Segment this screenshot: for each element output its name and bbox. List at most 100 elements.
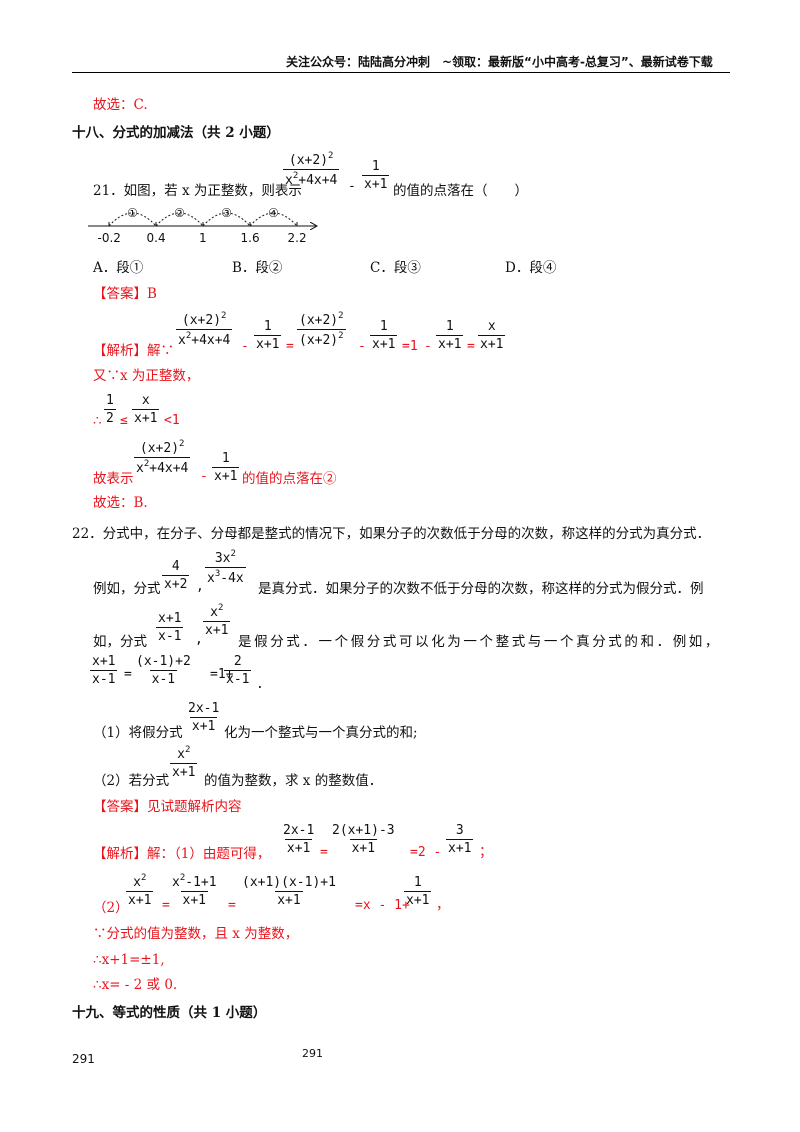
q21-sol-eq3: = <box>467 339 475 354</box>
q22-s1-eq2: =2 - <box>410 845 442 860</box>
number-line-tick-label: 1 <box>199 231 207 245</box>
q22-s2-eq3: =x - 1+ <box>355 898 410 913</box>
q21-sol-frac6: x x+1 <box>478 319 506 352</box>
q21-sol-frac4: 1 x+1 <box>370 319 398 352</box>
q22-s2-label: （2） <box>93 900 129 916</box>
q21-sol-frac1: (x+2)2 x2+4x+4 <box>176 311 233 348</box>
footer-page-center: 291 <box>302 1047 323 1060</box>
q22-p1-frac: 2x-1 x+1 <box>188 701 220 734</box>
q21-sol-minus2: - <box>358 339 366 354</box>
q22-p1-a: （1）将假分式 <box>93 725 183 741</box>
q22-ex7: 2 x-1 <box>224 654 252 687</box>
number-line-segment-label: ② <box>174 206 185 220</box>
q22-s5: ∴x= - 2 或 0. <box>93 977 178 993</box>
q21-minus: - <box>348 179 356 194</box>
q22-ex3-comma: , <box>195 632 203 647</box>
q21-conclusion-frac2: 1 x+1 <box>212 451 240 484</box>
q21-frac1: (x+2)2 x2+4x+4 <box>283 151 340 188</box>
q22-ex6-eq: =1+ <box>210 667 234 682</box>
q22-line1: 22．分式中，在分子、分母都是整式的情况下，如果分子的次数低于分母的次数，称这样… <box>72 526 711 542</box>
q21-option-c: C．段③ <box>370 260 421 276</box>
q21-sol-frac5: 1 x+1 <box>436 319 464 352</box>
q21-sol-frac2: 1 x+1 <box>254 319 282 352</box>
number-line-tick-label: -0.2 <box>97 231 121 245</box>
number-line-arc <box>155 212 204 227</box>
number-line-arc <box>249 212 298 227</box>
q22-s1-label: 【解析】解：（1）由题可得， <box>93 846 271 862</box>
q22-s4: ∴x+1=±1, <box>93 952 165 968</box>
q21-conclusion-frac1: (x+2)2 x2+4x+4 <box>134 439 191 476</box>
q21-conclusion-minus: - <box>200 469 208 484</box>
number-line-tick-label: 1.6 <box>240 231 260 245</box>
q21-sol-minus3: - <box>424 339 432 354</box>
q22-s2-end: ， <box>436 897 450 913</box>
q22-answer: 【答案】见试题解析内容 <box>93 799 242 815</box>
number-line-arc <box>108 212 157 227</box>
q21-therefore: ∴ <box>93 413 102 429</box>
q22-s1-frac3: 3 x+1 <box>446 823 474 856</box>
q22-s1-eq: = <box>320 845 328 860</box>
q22-s2-eq2: = <box>228 898 236 913</box>
number-line-tick-label: 0.4 <box>146 231 166 245</box>
q21-conclusion-a: 故表示 <box>93 471 134 487</box>
q21-line-you: 又∵x 为正整数， <box>93 368 200 384</box>
number-line-arc <box>202 212 251 227</box>
q22-line3-a: 如，分式 <box>93 634 147 650</box>
q21-option-a: A．段① <box>93 260 144 276</box>
q21-sol-eq1: = <box>286 339 294 354</box>
q22-ex5: x+1 x-1 <box>90 654 118 687</box>
q22-ex4: x2 x+1 <box>203 603 231 638</box>
q22-s1-frac1: 2x-1 x+1 <box>283 823 315 856</box>
q22-s1-frac2: 2(x+1)-3 x+1 <box>332 823 395 856</box>
q22-line2-a: 例如，分式 <box>93 581 161 597</box>
q21-frac2: 1 x+1 <box>362 159 390 192</box>
footer-page-left: 291 <box>72 1052 95 1066</box>
q22-s2-frac3: (x+1)(x-1)+1 x+1 <box>242 875 336 908</box>
prev-choose: 故选：C. <box>93 97 148 113</box>
q21-ineq-frac: x x+1 <box>132 393 160 426</box>
q22-ex6: (x-1)+2 x-1 <box>136 654 191 687</box>
q22-s2-eq: = <box>162 898 170 913</box>
q21-answer: 【答案】B <box>93 286 157 302</box>
number-line-tick-label: 2.2 <box>287 231 307 245</box>
number-line-segment-label: ③ <box>221 206 232 220</box>
q21-sol-eq2: =1 <box>402 339 418 354</box>
header-text: 关注公众号：陆陆高分冲刺 ~领取：最新版“小中高考-总复习”、最新试卷下载 <box>286 55 713 69</box>
number-line-segment-label: ④ <box>268 206 279 220</box>
q21-jiexi-label: 【解析】解∵ <box>93 343 174 359</box>
q22-s3: ∵分式的值为整数，且 x 为整数， <box>93 926 299 942</box>
q22-ex2: 3x2 x3-4x <box>205 549 246 586</box>
q22-line3-b: 是假分式．一个假分式可以化为一个整式与一个真分式的和．例如， <box>238 634 721 650</box>
q21-choose: 故选：B. <box>93 495 148 511</box>
section-18-title: 十八、分式的加减法（共 2 小题） <box>72 125 280 141</box>
q21-ineq-lt: <1 <box>164 413 180 428</box>
number-line: ① ② ③ ④ <box>88 206 328 246</box>
number-line-segment-label: ① <box>127 206 138 220</box>
q22-ex5-eq: = <box>124 667 132 682</box>
q21-half: 1 2 <box>104 393 116 426</box>
q22-s1-end: ； <box>479 844 493 860</box>
q21-sol-frac3: (x+2)2 (x+2)2 <box>297 311 346 348</box>
section-19-title: 十九、等式的性质（共 1 小题） <box>72 1005 267 1021</box>
q21-conclusion-b: 的值的点落在② <box>242 471 337 487</box>
q22-p2-b: 的值为整数，求 x 的整数值． <box>204 773 383 789</box>
q22-p1-b: 化为一个整式与一个真分式的和; <box>224 725 418 741</box>
q22-line2-b: 是真分式．如果分子的次数不低于分母的次数，称这样的分式为假分式．例 <box>258 581 704 597</box>
q22-s2-frac4: 1 x+1 <box>404 875 432 908</box>
q21-stem-b: 的值的点落在（ ） <box>393 183 528 199</box>
header-rule <box>72 72 730 73</box>
q21-ineq-le: ≤ <box>120 413 128 428</box>
q22-ex1-comma: , <box>196 579 204 594</box>
q21-option-d: D．段④ <box>505 260 557 276</box>
q22-p2-a: （2）若分式 <box>93 773 170 789</box>
q22-s2-frac1: x2 x+1 <box>126 873 154 908</box>
q21-sol-minus1: - <box>241 339 249 354</box>
q22-p2-frac: x2 x+1 <box>170 745 198 780</box>
q22-ex3: x+1 x-1 <box>156 611 184 644</box>
q22-ex7-end: . <box>256 677 264 692</box>
q22-ex1: 4 x+2 <box>162 559 190 592</box>
q22-s2-frac2: x2-1+1 x+1 <box>172 873 217 908</box>
q21-stem-a: 21．如图，若 x 为正整数，则表示 <box>93 183 302 199</box>
q21-option-b: B．段② <box>232 260 283 276</box>
